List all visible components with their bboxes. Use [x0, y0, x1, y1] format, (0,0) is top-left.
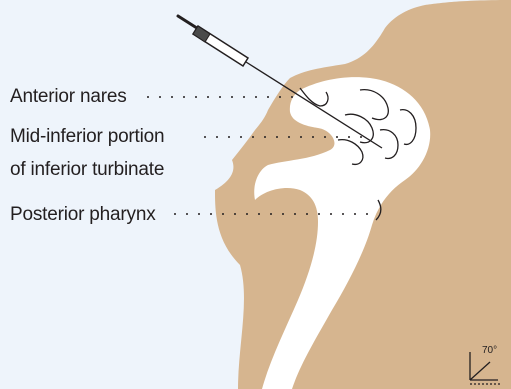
label-inferior-turbinate: of inferior turbinate	[10, 158, 164, 181]
angle-label: 70°	[482, 345, 497, 356]
label-anterior-nares: Anterior nares	[10, 85, 127, 108]
label-mid-inferior-portion: Mid-inferior portion	[10, 125, 164, 148]
label-posterior-pharynx: Posterior pharynx	[10, 203, 156, 226]
